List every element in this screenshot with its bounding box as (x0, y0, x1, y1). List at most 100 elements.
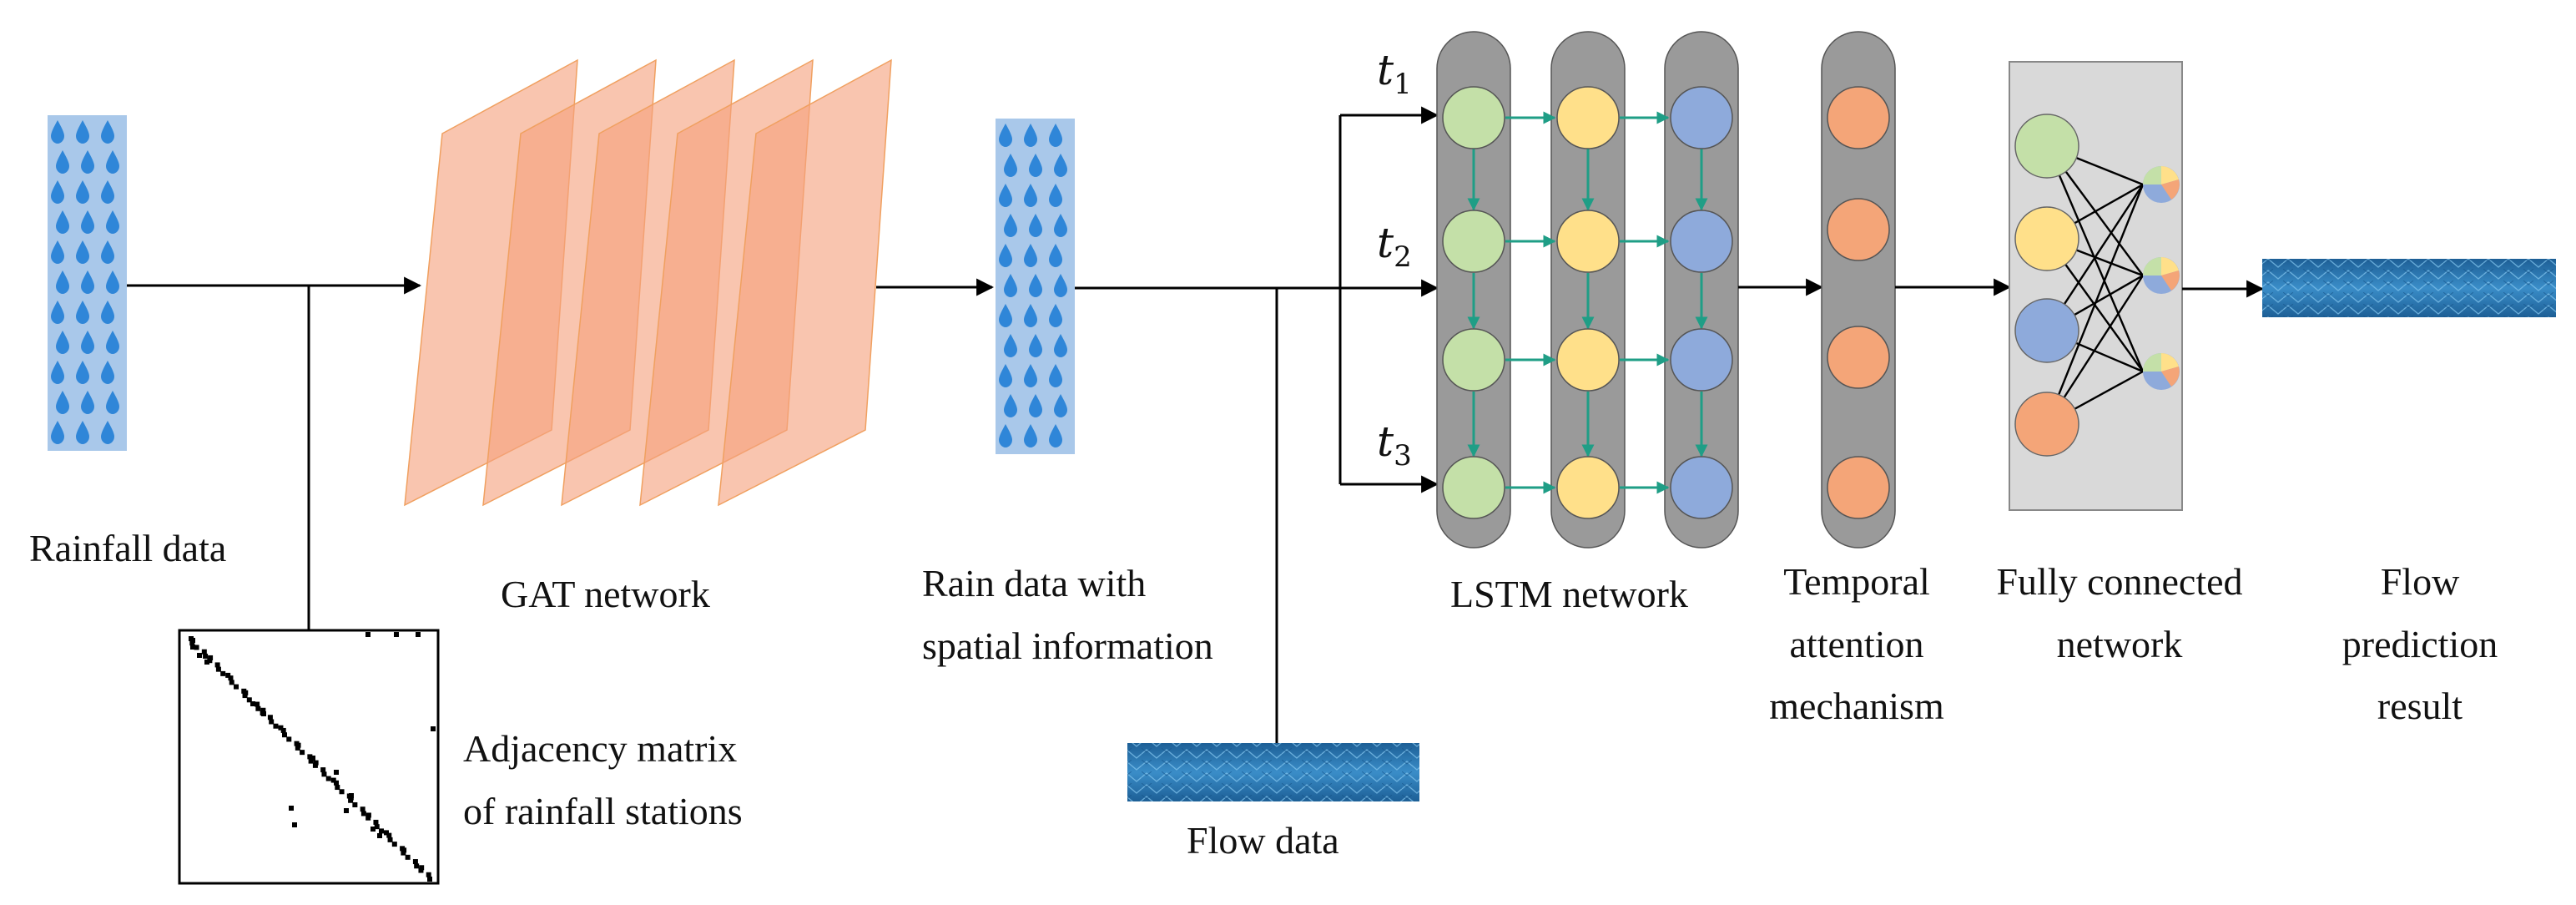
matrix-cell (243, 690, 249, 695)
rainfall-data-label: Rainfall data (29, 527, 227, 569)
matrix-cell (386, 832, 392, 838)
fully-connected-panel (2009, 61, 2183, 511)
matrix-cell (208, 655, 214, 660)
matrix-cell (335, 785, 340, 791)
spatial-rain-label-line1: Rain data with (922, 562, 1147, 604)
flow-data-label: Flow data (1187, 819, 1339, 862)
matrix-cell (360, 806, 365, 812)
matrix-cell (278, 725, 284, 731)
matrix-cell (325, 776, 331, 781)
time-step-1-base: t (1377, 46, 1394, 94)
flow-prediction-line2: prediction (2342, 622, 2498, 665)
fully-connected-line1: Fully connected (1996, 560, 2243, 603)
flow-prediction-label: Flow prediction result (2320, 551, 2520, 738)
matrix-cell (295, 742, 301, 748)
matrix-cell (334, 780, 339, 786)
matrix-cell (225, 672, 231, 678)
lstm-horizontal-arrows (1505, 111, 1670, 494)
flow-prediction-strip (2262, 259, 2556, 317)
matrix-cell (189, 640, 195, 646)
matrix-cell (204, 660, 209, 665)
matrix-cell (310, 756, 315, 761)
lstm-vertical-arrows (1467, 148, 1708, 458)
matrix-cell (377, 833, 382, 838)
matrix-cell (286, 736, 292, 742)
matrix-cell (214, 662, 220, 668)
matrix-cell (307, 754, 313, 760)
matrix-cell (250, 701, 255, 706)
matrix-cell (269, 719, 275, 725)
matrix-cell (387, 837, 393, 842)
matrix-cell (374, 824, 380, 830)
matrix-cell (339, 789, 345, 795)
matrix-cell (352, 801, 358, 807)
matrix-cell (220, 670, 226, 676)
matrix-cell (419, 865, 425, 871)
matrix-cell (371, 827, 376, 832)
matrix-cell (197, 653, 202, 658)
matrix-cell (416, 632, 421, 637)
matrix-cell (292, 822, 297, 827)
temporal-attention-line3: mechanism (1769, 685, 1944, 728)
adjacency-label: Adjacency matrix of rainfall stations (463, 718, 743, 842)
matrix-cell (414, 863, 420, 869)
matrix-cell (313, 760, 319, 766)
matrix-cell (405, 854, 411, 860)
matrix-cell (242, 693, 248, 699)
matrix-cell (261, 711, 266, 716)
lstm-nodes (1442, 86, 1733, 519)
fully-connected-line2: network (2056, 622, 2183, 665)
matrix-cell (426, 872, 431, 877)
matrix-cell (228, 675, 234, 681)
fully-connected-label: Fully connected network (1978, 551, 2261, 675)
matrix-cell (412, 859, 418, 865)
matrix-cell (431, 726, 436, 731)
time-step-3-base: t (1377, 417, 1394, 466)
matrix-cell (379, 828, 384, 834)
matrix-cell (282, 732, 287, 738)
matrix-cell (384, 830, 389, 836)
temporal-attention-column (1821, 31, 1896, 549)
matrix-cell (215, 666, 221, 672)
time-step-2-base: t (1377, 219, 1394, 267)
matrix-cell (373, 819, 379, 825)
matrix-cell (418, 867, 424, 873)
lstm-network-label: LSTM network (1450, 573, 1688, 615)
matrix-cell (344, 808, 349, 813)
matrix-cell (194, 645, 199, 650)
matrix-cell (320, 767, 326, 773)
matrix-cell (273, 723, 279, 729)
matrix-cell (234, 684, 239, 690)
matrix-cell (312, 762, 318, 768)
matrix-cell (365, 632, 371, 637)
matrix-cell (330, 777, 336, 783)
matrix-cell (348, 797, 354, 803)
matrix-cell (365, 815, 371, 821)
matrix-cell (190, 645, 195, 650)
matrix-cell (360, 811, 366, 817)
flow-data-strip (1127, 743, 1419, 801)
spatial-rain-label: Rain data with spatial information (922, 553, 1213, 677)
gat-network-label: GAT network (501, 573, 710, 615)
gat-layers (404, 58, 892, 507)
time-step-3-sub: 3 (1394, 439, 1412, 473)
rainfall-data-block (48, 115, 127, 451)
matrix-cell (246, 697, 252, 703)
matrix-cell (365, 812, 371, 818)
matrix-cell (190, 638, 195, 643)
flow-prediction-line1: Flow (2380, 560, 2460, 603)
matrix-cell (295, 745, 300, 751)
matrix-cell (201, 649, 207, 655)
matrix-cell (207, 658, 213, 664)
matrix-cell (260, 707, 266, 713)
matrix-cell (255, 701, 260, 707)
matrix-cell (267, 715, 273, 720)
time-step-3-label: t3 (1377, 417, 1412, 473)
matrix-cell (401, 850, 406, 856)
time-step-bracket (1338, 106, 1439, 493)
matrix-cell (289, 806, 294, 811)
matrix-cell (300, 750, 305, 756)
matrix-cell (280, 727, 286, 733)
spatial-rain-label-line2: spatial information (922, 624, 1213, 667)
